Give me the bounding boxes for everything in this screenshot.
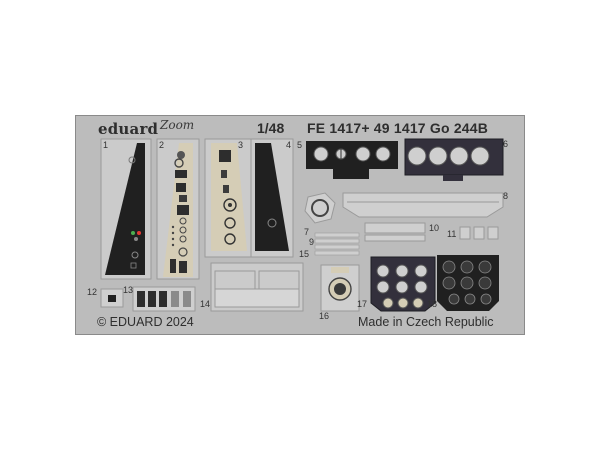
part-6-gauge-panel [404,138,504,181]
part-number-label: 11 [447,229,457,239]
brand-logo: eduard [98,120,159,138]
part-number-label: 8 [503,191,509,201]
part-17-dial-panel [370,256,436,312]
part-11-small-tabs [459,226,499,240]
part-number-label: 15 [299,249,310,259]
part-7-ring [304,192,336,224]
part-number-label: 12 [87,287,98,297]
part-number-label: 10 [429,223,440,233]
part-4-right-side-panel [250,138,294,258]
photo-etch-sheet: eduard Zoom 1/48 FE 1417+ 49 1417 Go 244… [75,115,525,335]
fret-artwork [75,115,525,335]
part-3-instrument-strip [204,138,256,258]
part-1-left-side-panel [100,138,152,280]
part-16-gauge-plate [320,264,360,312]
part-8-long-bar [342,192,504,218]
part-18-dial-panel [437,255,499,311]
part-9-small-bars [314,232,360,256]
part-number-label: 2 [159,140,165,150]
origin-notice: Made in Czech Republic [358,315,494,329]
part-14-frames [210,262,304,312]
part-13-switch-blocks [132,286,196,312]
part-number-label: 7 [304,227,310,237]
part-number-label: 18 [427,299,438,309]
part-number-label: 14 [200,299,211,309]
part-number-label: 9 [309,237,315,247]
copyright-notice: © EDUARD 2024 [97,315,194,329]
part-number-label: 3 [238,140,244,150]
part-number-label: 16 [319,311,330,321]
part-number-label: 4 [286,140,292,150]
part-number-label: 6 [503,139,509,149]
brand-sub-logo: Zoom [160,118,195,132]
part-2-main-instrument-strip [156,138,200,280]
part-number-label: 13 [123,285,134,295]
part-number-label: 5 [297,140,303,150]
part-12-placard [100,288,124,308]
part-5-gauge-strip [306,141,398,179]
part-number-label: 1 [103,140,109,150]
part-number-label: 17 [357,299,368,309]
product-code: FE 1417+ 49 1417 Go 244B [307,120,489,136]
part-10-strips [364,222,426,242]
scale-label: 1/48 [257,120,285,136]
